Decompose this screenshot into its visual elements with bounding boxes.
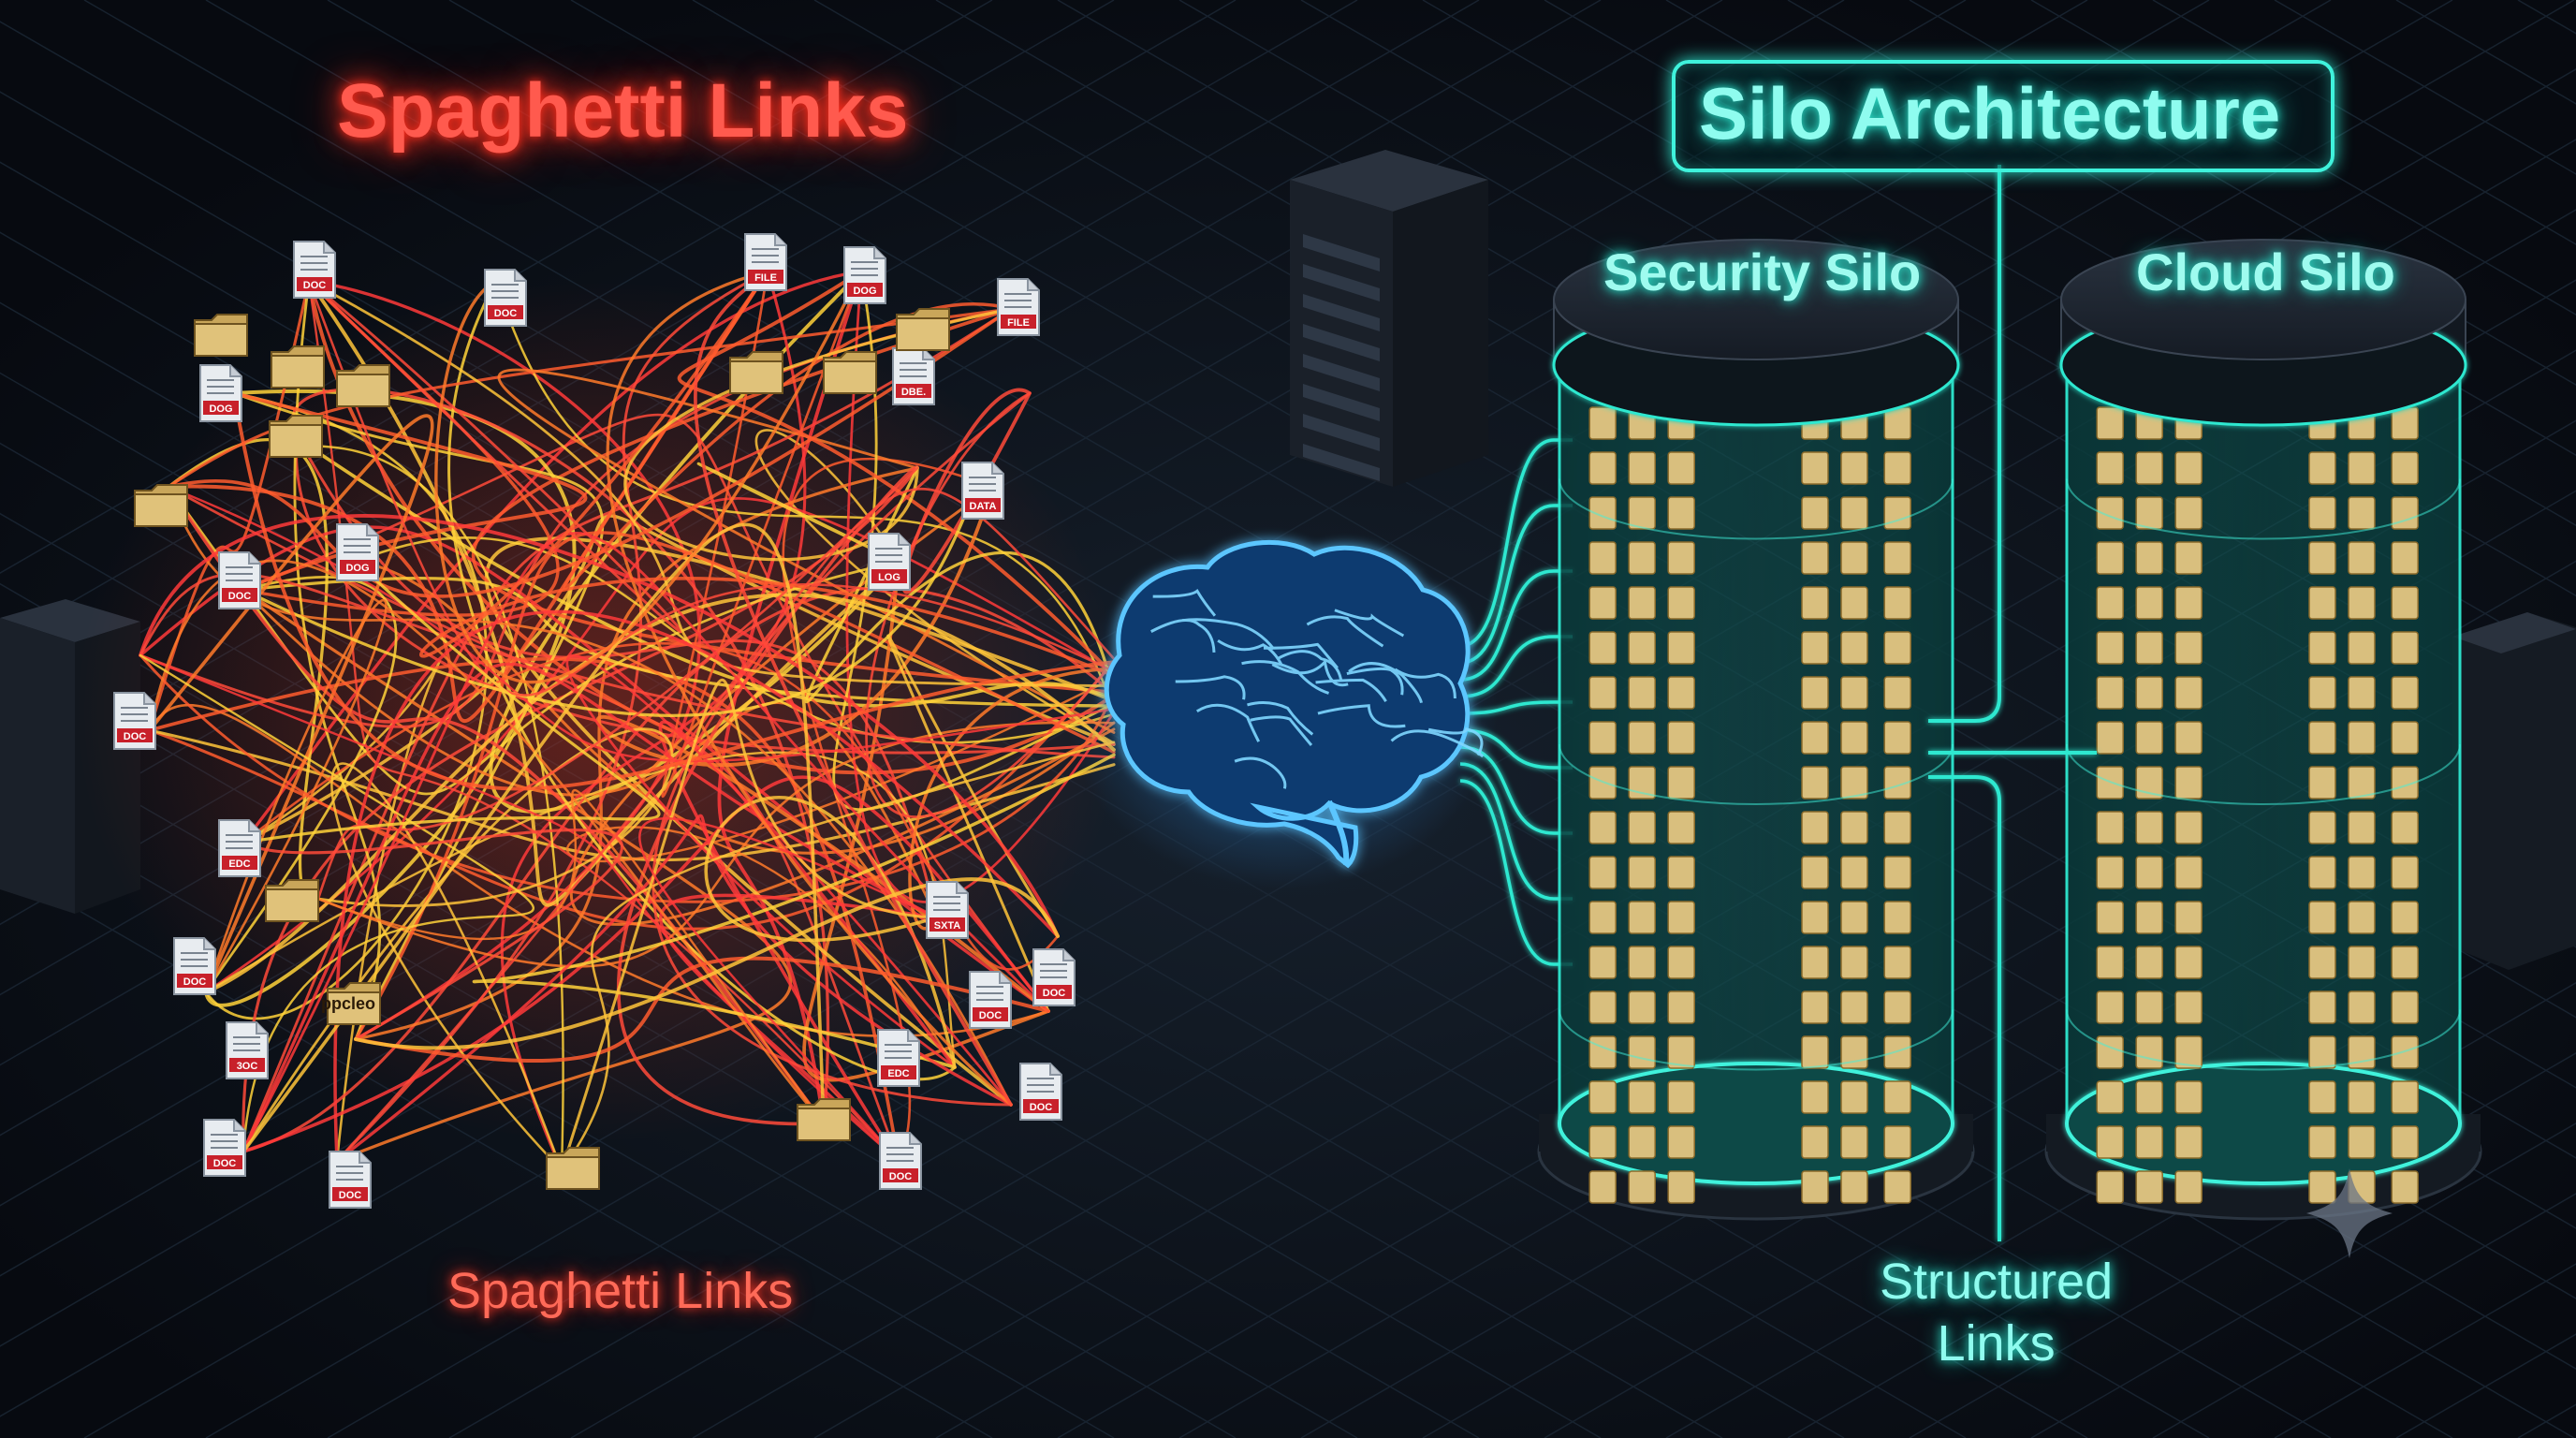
document-icon-label: FILE bbox=[1007, 317, 1030, 329]
document-icon-label: DOG bbox=[853, 286, 876, 297]
document-icon-label: 3OC bbox=[237, 1061, 258, 1072]
document-icon: FILE bbox=[997, 278, 1040, 336]
document-icon-label: LOG bbox=[878, 572, 900, 583]
security-silo-label: Security Silo bbox=[1603, 242, 1922, 301]
document-icon: DATA bbox=[961, 462, 1004, 520]
document-icon: SXTA bbox=[926, 881, 969, 939]
document-icon-label: DOC bbox=[228, 591, 252, 602]
silo-architecture-box bbox=[1672, 60, 2334, 172]
security-silo bbox=[1537, 239, 1975, 1221]
document-icon-label: FILE bbox=[754, 272, 777, 284]
document-icon: DOG bbox=[199, 364, 242, 422]
document-icon-label: DOC bbox=[1043, 988, 1066, 999]
structured-links-caption: Structured Links bbox=[1880, 1251, 2113, 1374]
document-icon: DOC bbox=[484, 269, 527, 327]
document-icon: DOC bbox=[173, 937, 216, 995]
document-icon: DOC bbox=[218, 551, 261, 609]
sparkle-icon bbox=[2306, 1168, 2393, 1258]
document-icon-label: DBE. bbox=[901, 387, 926, 398]
spaghetti-title: Spaghetti Links bbox=[337, 68, 909, 154]
folder-icon bbox=[269, 415, 323, 458]
document-icon-label: DOC bbox=[494, 308, 518, 319]
document-icon: DOG bbox=[843, 246, 886, 304]
document-icon-label: DOC bbox=[979, 1010, 1003, 1021]
folder-icon bbox=[194, 314, 248, 357]
document-icon: LOG bbox=[868, 533, 911, 591]
document-icon: DOC bbox=[113, 692, 156, 750]
folder-icon bbox=[265, 879, 319, 922]
document-icon: DOC bbox=[1032, 948, 1076, 1006]
document-icon-label: DOG bbox=[209, 404, 232, 415]
cloud-silo bbox=[2044, 239, 2482, 1221]
document-icon-label: SXTA bbox=[934, 920, 961, 932]
folder-icon bbox=[336, 364, 390, 407]
spaghetti-caption: Spaghetti Links bbox=[447, 1263, 794, 1319]
folder-icon bbox=[896, 308, 950, 351]
folder-icon bbox=[546, 1147, 600, 1190]
structured-links-line-1: Structured bbox=[1880, 1254, 2114, 1310]
document-icon-label: DOC bbox=[124, 731, 147, 742]
document-icon-label: DOC bbox=[183, 976, 207, 988]
folder-icon bbox=[797, 1098, 851, 1141]
document-icon-label: EDC bbox=[887, 1068, 909, 1079]
document-icons: DOC DOC FILE DOG FILE DOG DBE. DOG DOC DATA LOG DOC… bbox=[113, 233, 1076, 1209]
document-icon-label: DOG bbox=[345, 563, 369, 574]
folder-icon bbox=[271, 345, 325, 389]
brain-icon bbox=[1104, 539, 1485, 869]
document-icon: DOC bbox=[879, 1132, 922, 1190]
folder-icon bbox=[729, 351, 783, 394]
document-icon-label: EDC bbox=[228, 858, 250, 870]
cloud-silo-label: Cloud Silo bbox=[2136, 242, 2395, 301]
server-rack-back bbox=[1290, 150, 1488, 487]
server-rack-right bbox=[2452, 612, 2576, 970]
document-icon: DOC bbox=[1019, 1063, 1062, 1121]
document-icon: EDC bbox=[877, 1029, 920, 1087]
document-icon: DOC bbox=[969, 971, 1012, 1029]
document-icon-label: DOC bbox=[889, 1171, 913, 1182]
document-icon: DOG bbox=[336, 523, 379, 581]
document-icon: DOC bbox=[293, 241, 336, 299]
document-icon-label: DOC bbox=[303, 280, 327, 291]
document-icon: DBE. bbox=[892, 347, 935, 405]
structured-links-line-2: Links bbox=[1937, 1315, 2056, 1372]
folder-icon bbox=[327, 982, 381, 1025]
document-icon: FILE bbox=[744, 233, 787, 291]
document-icon: DOC bbox=[329, 1151, 372, 1209]
folder-icon bbox=[823, 351, 877, 394]
folder-tag-label: ppcleo bbox=[321, 994, 375, 1013]
document-icon: 3OC bbox=[226, 1021, 269, 1079]
folder-icon bbox=[134, 484, 188, 527]
document-icon-label: DOC bbox=[213, 1158, 237, 1169]
document-icon-label: DATA bbox=[970, 501, 997, 512]
document-icon-label: DOC bbox=[339, 1190, 362, 1201]
document-icon-label: DOC bbox=[1030, 1102, 1053, 1113]
title-connectors bbox=[1928, 165, 2097, 1241]
document-icon: DOC bbox=[203, 1119, 246, 1177]
silo-architecture-title: Silo Architecture bbox=[1699, 72, 2281, 154]
document-icon: EDC bbox=[218, 819, 261, 877]
spaghetti-wires bbox=[139, 270, 1116, 1172]
